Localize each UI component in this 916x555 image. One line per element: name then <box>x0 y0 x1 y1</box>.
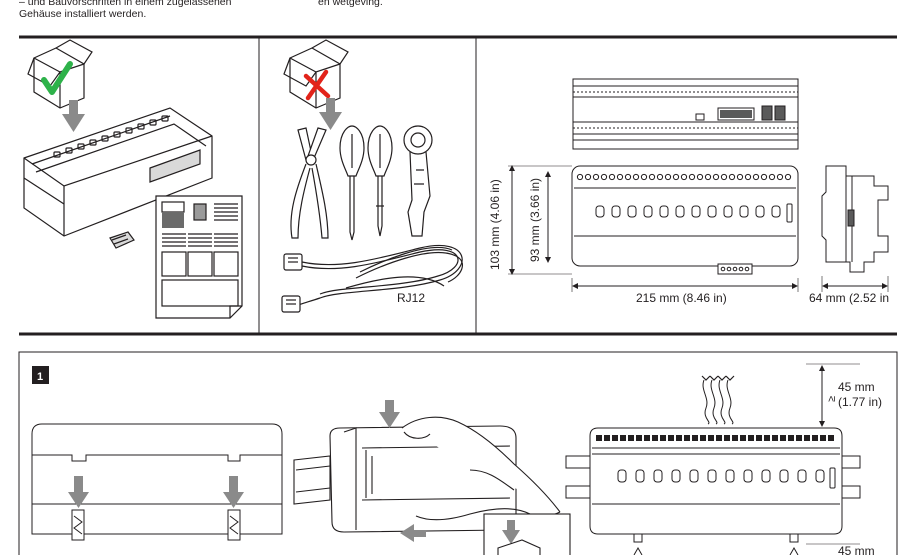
arrow-down-icon <box>379 400 400 428</box>
clearance-top-symbol: ≥ <box>826 396 838 402</box>
screwdriver-flat-icon <box>339 125 365 241</box>
intro-note-de: – und Bauvorschriften in einem zugelasse… <box>19 0 231 20</box>
open-box-icon <box>27 39 93 109</box>
intro-note-de-line2: Gehäuse installiert werden. <box>19 8 147 20</box>
intro-note-de-line1: – und Bauvorschriften in einem zugelasse… <box>19 0 232 8</box>
clearance-view <box>565 363 861 555</box>
device-side-view <box>821 165 889 273</box>
step-1-panel: 1 <box>18 351 898 555</box>
cable-label: RJ12 <box>397 291 425 305</box>
cross-mark-icon <box>303 69 331 101</box>
dim-width: 215 mm (8.46 in) <box>636 291 727 305</box>
intro-note-nl: en wetgeving. <box>318 0 383 8</box>
arrow-left-icon <box>400 524 426 542</box>
mounting-hand-view <box>293 400 571 555</box>
check-mark-icon <box>41 61 73 95</box>
terminal-row-top <box>596 435 834 441</box>
manual-sheet-icon <box>155 195 243 319</box>
terminal-plug-icon <box>109 231 135 249</box>
required-tools-illustration: RJ12 <box>281 39 464 313</box>
clearance-top-inch: (1.77 in) <box>838 395 882 409</box>
screwdriver-cross-icon <box>367 125 393 237</box>
arrow-down-icon <box>319 98 342 130</box>
arrow-down-icon <box>502 520 520 544</box>
dim-height-outer: 103 mm (4.06 in) <box>488 179 502 270</box>
dim-height-inner: 93 mm (3.66 in) <box>528 178 542 262</box>
step-badge: 1 <box>37 371 43 383</box>
top-panel <box>19 35 897 336</box>
device-front-view <box>571 165 799 275</box>
pliers-icon <box>290 127 329 239</box>
rj12-cable-icon <box>281 244 464 313</box>
arrow-down-icon <box>223 476 244 508</box>
dimension-drawing <box>508 78 889 292</box>
led-row <box>595 203 793 223</box>
crimp-tool-icon <box>403 125 433 237</box>
device-top-view <box>572 78 799 150</box>
arrow-down-icon <box>62 100 85 132</box>
package-contents-illustration <box>23 39 243 319</box>
clearance-top-value: 45 mm <box>838 380 875 394</box>
controller-device-icon <box>23 107 213 237</box>
heat-waves-icon <box>701 375 735 425</box>
open-box-icon <box>283 39 349 109</box>
clearance-bottom-value: 45 mm <box>838 544 875 555</box>
intro-note-nl-line1: en wetgeving. <box>318 0 383 8</box>
led-row <box>617 467 836 489</box>
terminal-row-top <box>576 173 792 181</box>
arrow-down-icon <box>68 476 89 508</box>
din-clip-view <box>31 423 283 541</box>
dim-depth: 64 mm (2.52 in <box>809 291 889 305</box>
